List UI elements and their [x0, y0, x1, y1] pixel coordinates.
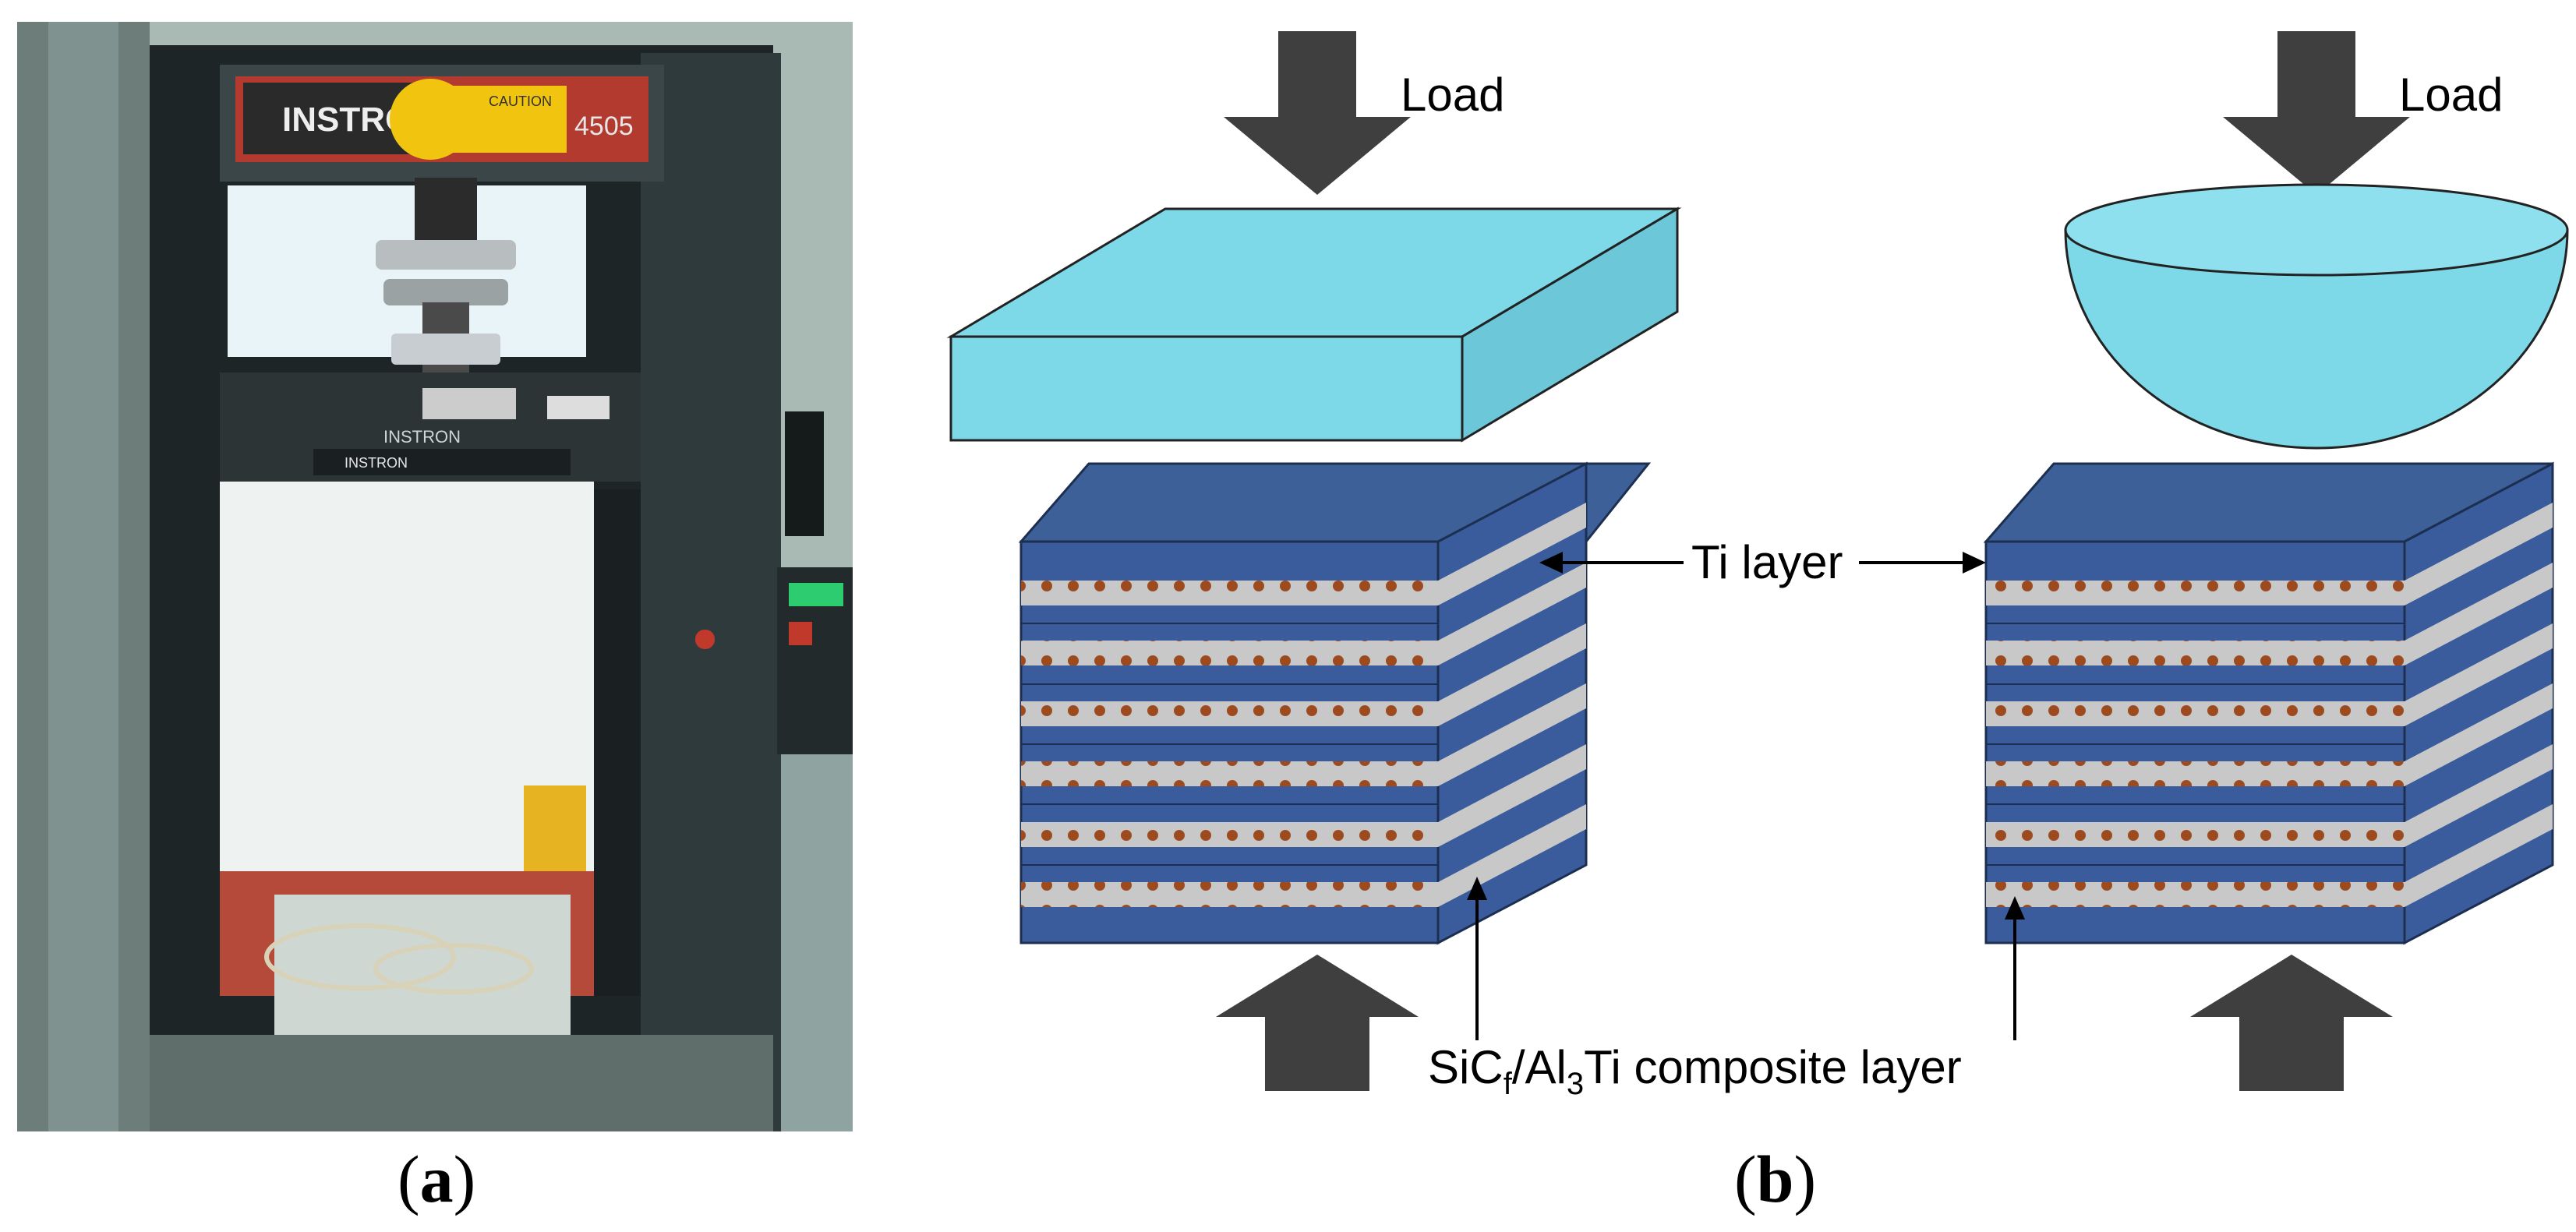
caution-label: CAUTION [489, 94, 552, 109]
load-label-right: Load [2399, 69, 2503, 121]
machine-model: 4505 [574, 111, 634, 141]
caption-a: (a) [398, 1142, 476, 1216]
load-label-left: Load [1401, 69, 1504, 121]
load-arrow-top-left [1224, 31, 1411, 195]
composite-block-right [1983, 461, 2554, 945]
flat-platen [946, 207, 1682, 443]
testing-machine-photo: INSTRON CAUTION 4505 INSTRON INSTRON [17, 22, 853, 1131]
load-arrow-top-right [2223, 31, 2410, 195]
load-arrow-bottom-left [1216, 955, 1419, 1091]
hemispherical-indenter [2064, 183, 2569, 450]
composite-block-left [1018, 461, 1652, 945]
crosshead-brand: INSTRON [383, 427, 461, 447]
composite-layer-pointer [1467, 877, 2025, 1040]
load-arrow-bottom-right [2190, 955, 2393, 1091]
composite-layer-label: SiCf/Al3Ti composite layer [1428, 1041, 1962, 1101]
caption-b: (b) [1734, 1142, 1817, 1216]
load-cell-brand: INSTRON [345, 455, 408, 471]
ti-layer-label: Ti layer [1691, 536, 1843, 588]
ti-layer-pointer [1539, 552, 1986, 574]
